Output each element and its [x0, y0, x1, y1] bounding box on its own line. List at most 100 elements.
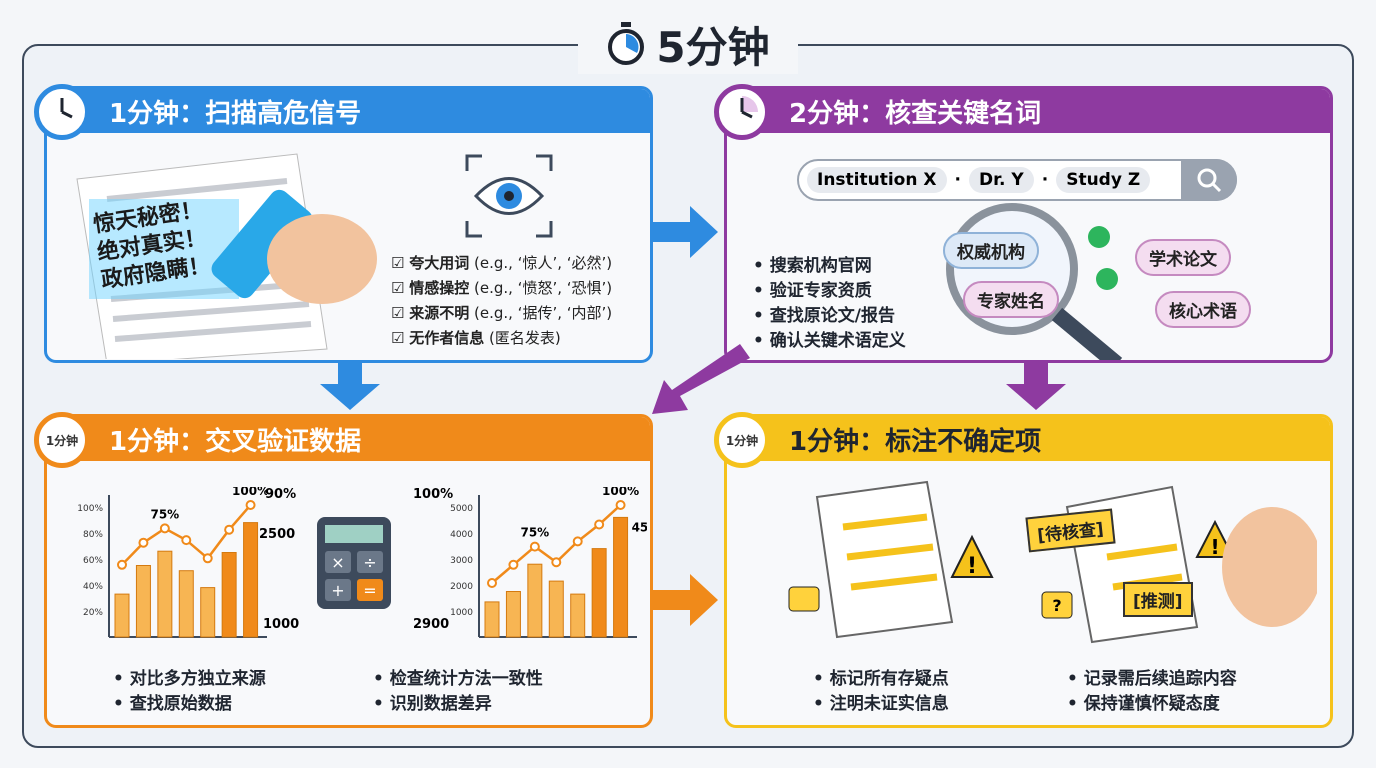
- stopwatch-icon: [608, 22, 645, 65]
- y-tick-label: 1000: [450, 608, 473, 618]
- search-term-chip: Study Z: [1056, 167, 1151, 193]
- bar: [591, 548, 607, 638]
- data-point: [487, 578, 497, 588]
- calc-label: 2500: [259, 527, 296, 542]
- svg-text:×: ×: [331, 553, 344, 572]
- y-tick-label: 80%: [83, 530, 103, 540]
- bar: [157, 550, 173, 638]
- data-point: [202, 553, 213, 564]
- bar: [613, 516, 629, 638]
- checklist-item: ☑ 情感操控 (e.g., ‘愤怒’, ‘恐惧’): [391, 279, 613, 297]
- bullet-item: 对比多方独立来源: [113, 667, 266, 692]
- bar: [243, 522, 259, 638]
- search-term-chip: Institution X: [807, 167, 947, 193]
- document-highlighter-illustration: [76, 153, 377, 359]
- panel-title: 1分钟：交叉验证数据: [47, 417, 650, 461]
- bullet-item: 确认关键术语定义: [753, 329, 906, 354]
- data-point: [551, 557, 562, 568]
- arrow-down-icon: [320, 360, 380, 410]
- y-tick-label: 100%: [77, 504, 103, 514]
- y-tick-label: 5000: [450, 504, 473, 514]
- bullet-item: 查找原始数据: [113, 692, 266, 717]
- clock-icon: [714, 84, 770, 140]
- panel-mark-uncertain: 1分钟：标注不确定项 ! ! ? [待核查] [推测] 标记所有存疑点注明未证实…: [724, 414, 1333, 728]
- calc-label: 2900: [413, 617, 450, 632]
- y-tick-label: 4000: [450, 530, 473, 540]
- bar: [505, 591, 521, 638]
- pill-term: 核心术语: [1155, 291, 1251, 328]
- arrow-diagonal-icon: [652, 344, 750, 414]
- data-point: [245, 500, 256, 510]
- data-point: [159, 523, 170, 534]
- arrow-right-icon: [650, 574, 718, 626]
- y-tick-label: 3000: [450, 556, 473, 566]
- data-label: 100%: [602, 487, 639, 498]
- data-point: [224, 524, 235, 535]
- svg-text:+: +: [331, 581, 344, 600]
- data-point: [594, 519, 605, 530]
- bar: [114, 593, 130, 638]
- tag-speculation: [推测]: [1123, 582, 1193, 617]
- svg-text:=: =: [363, 581, 376, 600]
- search-button[interactable]: [1181, 159, 1237, 201]
- bar: [221, 552, 237, 638]
- bullet-item: 搜索机构官网: [753, 254, 906, 279]
- bar: [527, 563, 543, 638]
- arrow-right-icon: [650, 206, 718, 258]
- y-tick-label: 2000: [450, 582, 473, 592]
- svg-text:!: !: [967, 554, 977, 579]
- data-point: [181, 535, 192, 546]
- data-point: [117, 559, 127, 570]
- bullet-item: 保持谨慎怀疑态度: [1067, 692, 1237, 717]
- data-point: [529, 541, 540, 552]
- bullet-item: 验证专家资质: [753, 279, 906, 304]
- panel-title: 2分钟：核查关键名词: [727, 89, 1330, 133]
- clock-icon: 1分钟: [34, 412, 90, 468]
- title-text: 5分钟: [656, 22, 770, 72]
- clock-icon: [34, 84, 90, 140]
- calculator-icon: × ÷ + =: [317, 517, 391, 609]
- bullet-item: 记录需后续追踪内容: [1067, 667, 1237, 692]
- svg-text:?: ?: [1052, 596, 1061, 615]
- bullet-item: 查找原论文/报告: [753, 304, 906, 329]
- checklist-item: ☑ 来源不明 (e.g., ‘据传’, ‘内部’): [391, 304, 613, 322]
- bullet-item: 注明未证实信息: [813, 692, 949, 717]
- bullet-item: 检查统计方法一致性: [373, 667, 543, 692]
- annotated-documents-illustration: ! ! ?: [788, 480, 1317, 644]
- svg-text:!: !: [1210, 535, 1219, 559]
- pill-authority: 权威机构: [943, 232, 1039, 269]
- bullet-item: 识别数据差异: [373, 692, 543, 717]
- chart-percent: 20%40%60%80%100%75%100%: [77, 487, 267, 638]
- panel-title: 1分钟：扫描高危信号: [47, 89, 650, 133]
- clock-icon: 1分钟: [714, 412, 770, 468]
- data-label: 100%: [232, 487, 267, 498]
- panel-scan-signals: 1分钟：扫描高危信号 惊天秘密！ 绝对真实！ 政府隐瞒！ ☑ 夸大用词 (e.g…: [44, 86, 653, 363]
- data-point: [508, 559, 519, 570]
- svg-text:÷: ÷: [363, 553, 376, 572]
- search-icon: [1197, 168, 1222, 193]
- bar: [548, 580, 564, 638]
- panel-title: 1分钟：标注不确定项: [727, 417, 1330, 461]
- bullet-item: 标记所有存疑点: [813, 667, 949, 692]
- arrow-down-icon: [1006, 360, 1066, 410]
- data-point: [615, 500, 626, 510]
- data-point: [572, 536, 583, 547]
- eye-scan-icon: [465, 154, 553, 238]
- bar: [200, 587, 216, 638]
- calc-label: 90%: [265, 487, 297, 502]
- bar: [570, 593, 586, 638]
- calc-label: 100%: [413, 487, 454, 502]
- checklist-item: ☑ 夸大用词 (e.g., ‘惊人’, ‘必然’): [391, 254, 613, 272]
- y-tick-label: 40%: [83, 582, 103, 592]
- search-input[interactable]: Institution X· Dr. Y· Study Z: [797, 159, 1237, 201]
- pill-paper: 学术论文: [1135, 239, 1231, 276]
- checklist-item: ☑ 无作者信息 (匿名发表): [391, 329, 561, 347]
- main-title: 5分钟: [578, 14, 798, 74]
- data-point: [138, 537, 149, 548]
- calc-label: 1000: [263, 617, 300, 632]
- bar: [484, 601, 500, 638]
- bar: [178, 570, 194, 638]
- y-tick-label: 60%: [83, 556, 103, 566]
